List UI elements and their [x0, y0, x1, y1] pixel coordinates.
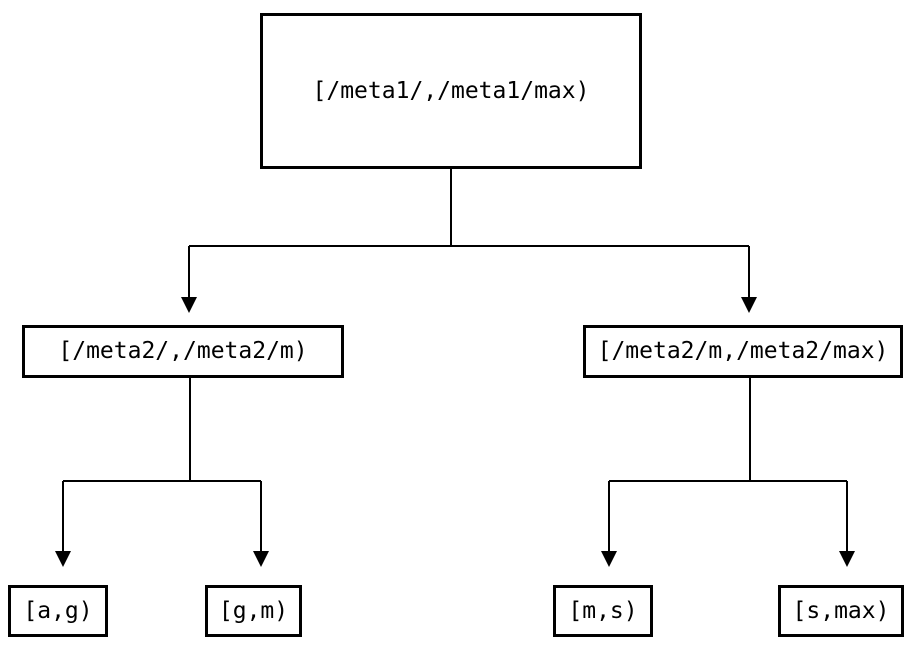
arrow-down-icon	[839, 551, 855, 567]
node-leaf-ag-label: [a,g)	[23, 597, 93, 624]
node-leaf-gm: [g,m)	[205, 585, 302, 637]
node-root-label: [/meta1/,/meta1/max)	[312, 77, 590, 104]
node-meta2-left-label: [/meta2/,/meta2/m)	[58, 338, 308, 364]
arrow-down-icon	[253, 551, 269, 567]
node-meta2-left: [/meta2/,/meta2/m)	[22, 325, 344, 378]
arrow-down-icon	[55, 551, 71, 567]
node-meta2-right: [/meta2/m,/meta2/max)	[583, 325, 903, 378]
node-root: [/meta1/,/meta1/max)	[260, 13, 642, 169]
node-leaf-ms: [m,s)	[553, 585, 653, 637]
node-leaf-gm-label: [g,m)	[218, 597, 289, 624]
arrow-down-icon	[601, 551, 617, 567]
node-leaf-ms-label: [m,s)	[568, 597, 638, 624]
node-leaf-ag: [a,g)	[8, 585, 108, 637]
node-leaf-smax-label: [s,max)	[792, 597, 890, 624]
arrow-down-icon	[181, 297, 197, 313]
arrow-down-icon	[741, 297, 757, 313]
node-leaf-smax: [s,max)	[778, 585, 904, 637]
node-meta2-right-label: [/meta2/m,/meta2/max)	[597, 338, 889, 364]
